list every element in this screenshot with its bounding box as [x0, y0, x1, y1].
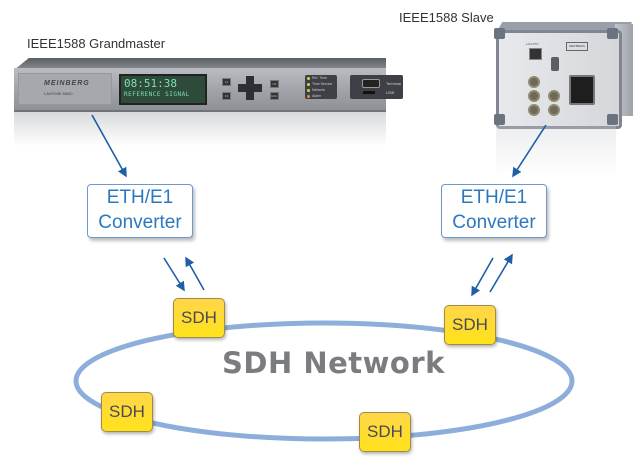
- network-label: SDH Network: [222, 346, 445, 380]
- direction-pad[interactable]: [238, 76, 262, 100]
- bnc-connector-icon: [528, 90, 540, 102]
- sdh-node-top-left[interactable]: SDH: [173, 298, 225, 338]
- usb-port-icon: [363, 91, 375, 94]
- ok-button[interactable]: OK: [270, 80, 279, 88]
- converter-title: ETH/E1: [460, 187, 528, 208]
- grandmaster-logo-panel: [18, 73, 112, 105]
- converter-right[interactable]: ETH/E1 Converter: [441, 184, 547, 238]
- grandmaster-model-label: LANTIME M600: [44, 91, 73, 96]
- led-icon: [307, 88, 310, 92]
- sdh-node-bottom-right[interactable]: SDH: [359, 412, 411, 452]
- arrow-gm-to-converter: [91, 114, 127, 178]
- arrow-converter-to-sdh-right: [471, 257, 494, 297]
- slave-corner: [494, 114, 505, 125]
- indicator-alarm: Alarm: [307, 94, 321, 98]
- display-status: REFERENCE SIGNAL: [124, 91, 190, 98]
- grandmaster-top: [14, 58, 386, 70]
- converter-subtitle: Converter: [452, 212, 536, 233]
- slave-caption: IEEE1588 Slave: [399, 10, 494, 25]
- usb-port-label: USB: [386, 90, 395, 95]
- dpad-horizontal: [238, 84, 262, 92]
- converter-left[interactable]: ETH/E1 Converter: [87, 184, 193, 238]
- arrow-slave-to-converter: [512, 124, 547, 178]
- bnc-connector-icon: [528, 104, 540, 116]
- serial-port-icon: [362, 79, 380, 88]
- slave-corner: [607, 28, 618, 39]
- f1-button[interactable]: F1: [222, 78, 231, 86]
- arrow-sdh-to-converter: [185, 256, 205, 291]
- bnc-connector-icon: [548, 90, 560, 102]
- bnc-connector-icon: [548, 104, 560, 116]
- sdh-node-top-right[interactable]: SDH: [444, 305, 496, 345]
- ethernet-port-icon: [529, 48, 542, 60]
- converter-title: ETH/E1: [106, 187, 174, 208]
- led-icon: [307, 82, 310, 86]
- serial-port-icon: [551, 57, 559, 71]
- led-icon: [307, 76, 310, 80]
- grandmaster-brand-logo: MEINBERG: [44, 80, 90, 87]
- bnc-connector-icon: [528, 76, 540, 88]
- arrow-sdh-to-converter-right: [489, 253, 513, 293]
- grandmaster-caption: IEEE1588 Grandmaster: [27, 36, 166, 51]
- slave-corner: [607, 114, 618, 125]
- terminal-port-label: Terminal: [386, 81, 402, 86]
- grandmaster-reflection: [14, 112, 386, 146]
- indicator-network: Network: [307, 88, 325, 92]
- led-icon: [307, 94, 310, 98]
- power-socket-icon: [569, 75, 595, 105]
- slave-port-label: LAN PTP: [526, 42, 539, 46]
- sdh-node-bottom-left[interactable]: SDH: [101, 392, 153, 432]
- indicator-ref-time: Ref. Time: [307, 76, 327, 80]
- converter-subtitle: Converter: [98, 212, 182, 233]
- sdh-ring: [73, 320, 575, 442]
- slave-brand-logo: MEINBERG: [566, 42, 588, 51]
- status-indicator-panel: Ref. Time Time Service Network Alarm: [305, 75, 337, 99]
- indicator-time-service: Time Service: [307, 82, 332, 86]
- esc-button[interactable]: ESC: [270, 92, 279, 100]
- arrow-converter-to-sdh: [163, 257, 185, 292]
- port-panel: Terminal USB: [350, 75, 403, 99]
- slave-corner: [494, 28, 505, 39]
- display-time: 08:51:38: [124, 77, 177, 90]
- f2-button[interactable]: F2: [222, 92, 231, 100]
- grandmaster-lcd-display: 08:51:38 REFERENCE SIGNAL: [119, 74, 207, 105]
